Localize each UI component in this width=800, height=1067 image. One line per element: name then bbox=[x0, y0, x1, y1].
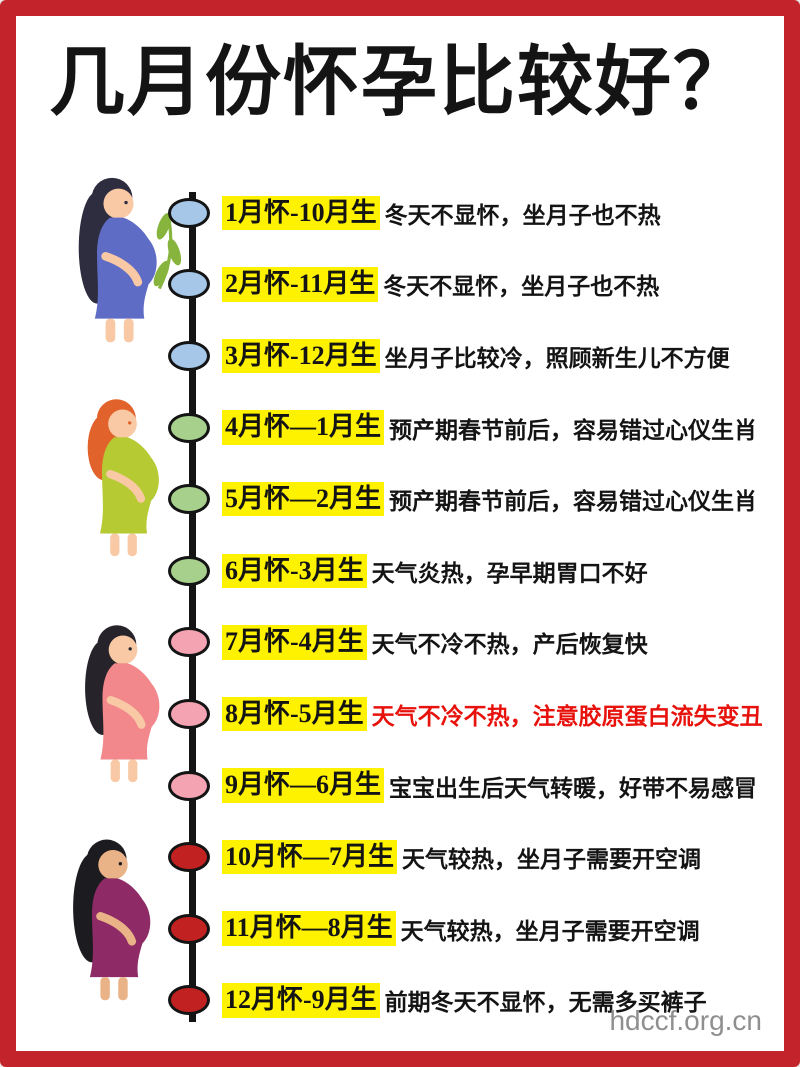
timeline-node bbox=[168, 340, 210, 371]
row-text: 2月怀-11月生 冬天不显怀，坐月子也不热 bbox=[222, 267, 659, 302]
head bbox=[108, 635, 138, 665]
row-text: 5月怀—2月生 预产期春节前后，容易错过心仪生肖 bbox=[222, 481, 758, 517]
row-description: 天气不冷不热，产后恢复快 bbox=[371, 632, 648, 658]
arm bbox=[106, 470, 146, 503]
leg bbox=[118, 977, 128, 1001]
leg bbox=[128, 759, 138, 783]
row-text: 12月怀-9月生 前期冬天不显怀，无需多买裤子 bbox=[222, 983, 707, 1018]
head bbox=[103, 188, 134, 219]
row-description: 冬天不显怀，坐月子也不热 bbox=[384, 202, 661, 228]
month-range-label: 7月怀-4月生 bbox=[222, 625, 367, 660]
eye bbox=[128, 647, 132, 651]
leg bbox=[123, 318, 134, 343]
month-range-label: 8月怀-5月生 bbox=[222, 696, 367, 732]
leg bbox=[127, 533, 137, 557]
timeline-node bbox=[168, 484, 210, 515]
head bbox=[98, 850, 128, 880]
month-range-label: 9月怀—6月生 bbox=[222, 768, 385, 803]
row-description: 预产期春节前后，容易错过心仪生肖 bbox=[389, 489, 758, 515]
timeline-node bbox=[168, 555, 210, 586]
leaf-branch-icon bbox=[153, 212, 182, 290]
row-text: 8月怀-5月生 天气不冷不热，注意胶原蛋白流失变丑 bbox=[222, 696, 763, 732]
row-text: 1月怀-10月生 冬天不显怀，坐月子也不热 bbox=[222, 195, 661, 231]
row-description: 天气炎热，孕早期胃口不好 bbox=[371, 560, 648, 586]
timeline-row: 6月怀-3月生 天气炎热，孕早期胃口不好 bbox=[168, 535, 784, 607]
row-text: 4月怀—1月生 预产期春节前后，容易错过心仪生肖 bbox=[222, 410, 757, 445]
timeline-node bbox=[168, 197, 210, 228]
pregnant-woman-illustration-1 bbox=[36, 166, 201, 381]
month-range-label: 3月怀-12月生 bbox=[222, 338, 380, 374]
row-description: 宝宝出生后天气转暖，好带不易感冒 bbox=[389, 775, 758, 801]
timeline-row: 4月怀—1月生 预产期春节前后，容易错过心仪生肖 bbox=[168, 392, 784, 464]
row-description: 天气较热，坐月子需要开空调 bbox=[400, 918, 700, 944]
timeline-row: 1月怀-10月生 冬天不显怀，坐月子也不热 bbox=[168, 177, 784, 249]
head bbox=[108, 409, 137, 439]
leg bbox=[110, 759, 120, 783]
timeline-node bbox=[168, 412, 210, 443]
eye bbox=[124, 200, 128, 205]
watermark: hdccf.org.cn bbox=[609, 1005, 762, 1036]
timeline-node bbox=[168, 627, 210, 658]
month-range-label: 1月怀-10月生 bbox=[222, 195, 380, 231]
timeline-node bbox=[168, 842, 210, 873]
timeline-node bbox=[168, 269, 210, 300]
row-description: 天气不冷不热，注意胶原蛋白流失变丑 bbox=[371, 703, 763, 729]
month-range-label: 10月怀—7月生 bbox=[222, 839, 398, 875]
timeline: 1月怀-10月生 冬天不显怀，坐月子也不热 2月怀-11月生 冬天不显怀，坐月子… bbox=[168, 177, 784, 1037]
timeline-row: 2月怀-11月生 冬天不显怀，坐月子也不热 bbox=[168, 249, 784, 321]
month-range-label: 11月怀—8月生 bbox=[222, 911, 396, 946]
month-range-label: 2月怀-11月生 bbox=[222, 267, 379, 302]
timeline-node bbox=[168, 985, 210, 1016]
row-description: 预产期春节前后，容易错过心仪生肖 bbox=[389, 417, 758, 443]
eye bbox=[118, 862, 123, 866]
timeline-row: 9月怀—6月生 宝宝出生后天气转暖，好带不易感冒 bbox=[168, 750, 784, 822]
page-title: 几月份怀孕比较好？ bbox=[49, 41, 751, 125]
leg bbox=[100, 977, 110, 1001]
timeline-node bbox=[168, 913, 210, 944]
row-description: 冬天不显怀，坐月子也不热 bbox=[383, 274, 660, 300]
timeline-row: 11月怀—8月生 天气较热，坐月子需要开空调 bbox=[168, 893, 784, 965]
row-text: 10月怀—7月生 天气较热，坐月子需要开空调 bbox=[222, 839, 702, 875]
row-text: 3月怀-12月生 坐月子比较冷，照顾新生儿不方便 bbox=[222, 338, 730, 374]
arm bbox=[101, 252, 143, 287]
timeline-line bbox=[189, 192, 196, 1022]
eye bbox=[128, 421, 132, 425]
row-text: 9月怀—6月生 宝宝出生后天气转暖，好带不易感冒 bbox=[222, 768, 757, 803]
row-description: 天气较热，坐月子需要开空调 bbox=[402, 847, 702, 873]
timeline-row: 8月怀-5月生 天气不冷不热，注意胶原蛋白流失变丑 bbox=[168, 678, 784, 750]
row-text: 7月怀-4月生 天气不冷不热，产后恢复快 bbox=[222, 625, 648, 660]
row-description: 前期冬天不显怀，无需多买裤子 bbox=[384, 990, 707, 1016]
timeline-node bbox=[168, 770, 210, 801]
month-range-label: 6月怀-3月生 bbox=[222, 553, 367, 589]
arm bbox=[106, 696, 146, 729]
row-description: 坐月子比较冷，照顾新生儿不方便 bbox=[384, 345, 730, 371]
leg bbox=[110, 533, 120, 557]
leg bbox=[105, 318, 116, 343]
pregnant-woman-illustration-4 bbox=[38, 828, 188, 1038]
timeline-row: 5月怀—2月生 预产期春节前后，容易错过心仪生肖 bbox=[168, 463, 784, 535]
row-text: 11月怀—8月生 天气较热，坐月子需要开空调 bbox=[222, 911, 700, 946]
month-range-label: 12月怀-9月生 bbox=[222, 983, 380, 1018]
pregnant-woman-illustration-2 bbox=[50, 388, 195, 593]
timeline-node bbox=[168, 698, 210, 729]
timeline-row: 12月怀-9月生 前期冬天不显怀，无需多买裤子 bbox=[168, 965, 784, 1037]
month-range-label: 4月怀—1月生 bbox=[222, 410, 385, 445]
timeline-row: 10月怀—7月生 天气较热，坐月子需要开空调 bbox=[168, 821, 784, 893]
month-range-label: 5月怀—2月生 bbox=[222, 481, 385, 517]
row-text: 6月怀-3月生 天气炎热，孕早期胃口不好 bbox=[222, 553, 648, 589]
arm bbox=[96, 912, 137, 946]
timeline-row: 3月怀-12月生 坐月子比较冷，照顾新生儿不方便 bbox=[168, 320, 784, 392]
pregnant-woman-illustration-3 bbox=[48, 614, 198, 819]
timeline-row: 7月怀-4月生 天气不冷不热，产后恢复快 bbox=[168, 607, 784, 679]
